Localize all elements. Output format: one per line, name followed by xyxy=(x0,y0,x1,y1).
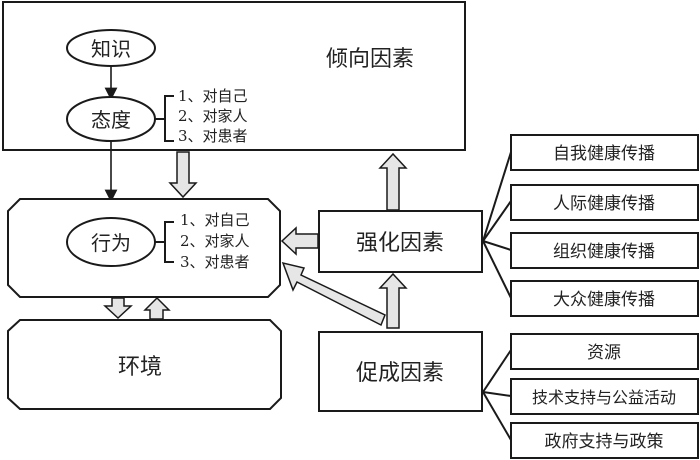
environment-box xyxy=(7,319,282,410)
behavior-item: 2、对家人 xyxy=(180,232,250,250)
enabling-connectors xyxy=(482,349,512,441)
enabling-item: 资源 xyxy=(587,343,621,363)
reinforcing-item: 组织健康传播 xyxy=(553,242,655,262)
reinforcing-item: 自我健康传播 xyxy=(553,144,655,164)
enabling-item-box xyxy=(510,422,699,459)
reinforcing-connectors xyxy=(482,151,512,299)
environment-to-behavior-arrow xyxy=(143,296,171,320)
reinforcing-item-box xyxy=(510,280,699,317)
enabling-item: 技术支持与公益活动 xyxy=(532,388,676,407)
reinforcing-item: 人际健康传播 xyxy=(553,194,655,214)
enabling-item: 政府支持与政策 xyxy=(545,432,664,452)
reinforcing-label: 强化因素 xyxy=(356,231,444,256)
predisposing-to-behavior-arrow xyxy=(168,151,198,199)
attitude-label: 态度 xyxy=(91,108,131,132)
reinforcing-box xyxy=(318,210,483,273)
reinforcing-to-predisposing-arrow xyxy=(378,152,408,211)
behavior-bracket xyxy=(155,221,174,263)
behavior-to-environment-arrow xyxy=(103,297,133,320)
enabling-to-behavior-arrow xyxy=(281,261,386,327)
predisposing-title: 倾向因素 xyxy=(326,47,414,72)
enabling-item-box xyxy=(510,333,699,370)
behavior-item: 3、对患者 xyxy=(180,253,250,271)
attitude-item: 1、对自己 xyxy=(178,87,248,105)
reinforcing-item: 大众健康传播 xyxy=(553,290,655,310)
behavior-item: 1、对自己 xyxy=(180,211,250,229)
attitude-item: 2、对家人 xyxy=(178,107,248,125)
attitude-bracket xyxy=(155,95,174,142)
attitude-item: 3、对患者 xyxy=(178,127,248,145)
behavior-label: 行为 xyxy=(91,231,131,255)
reinforcing-to-behavior-arrow xyxy=(280,226,319,256)
reinforcing-item-box xyxy=(510,134,699,171)
enabling-item-box xyxy=(510,378,699,415)
reinforcing-item-box xyxy=(510,232,699,269)
knowledge-label: 知识 xyxy=(91,37,131,61)
enabling-box xyxy=(318,331,483,412)
enabling-to-reinforcing-arrow xyxy=(378,272,408,329)
reinforcing-item-box xyxy=(510,184,699,221)
enabling-label: 促成因素 xyxy=(356,361,444,386)
environment-label: 环境 xyxy=(118,355,162,380)
